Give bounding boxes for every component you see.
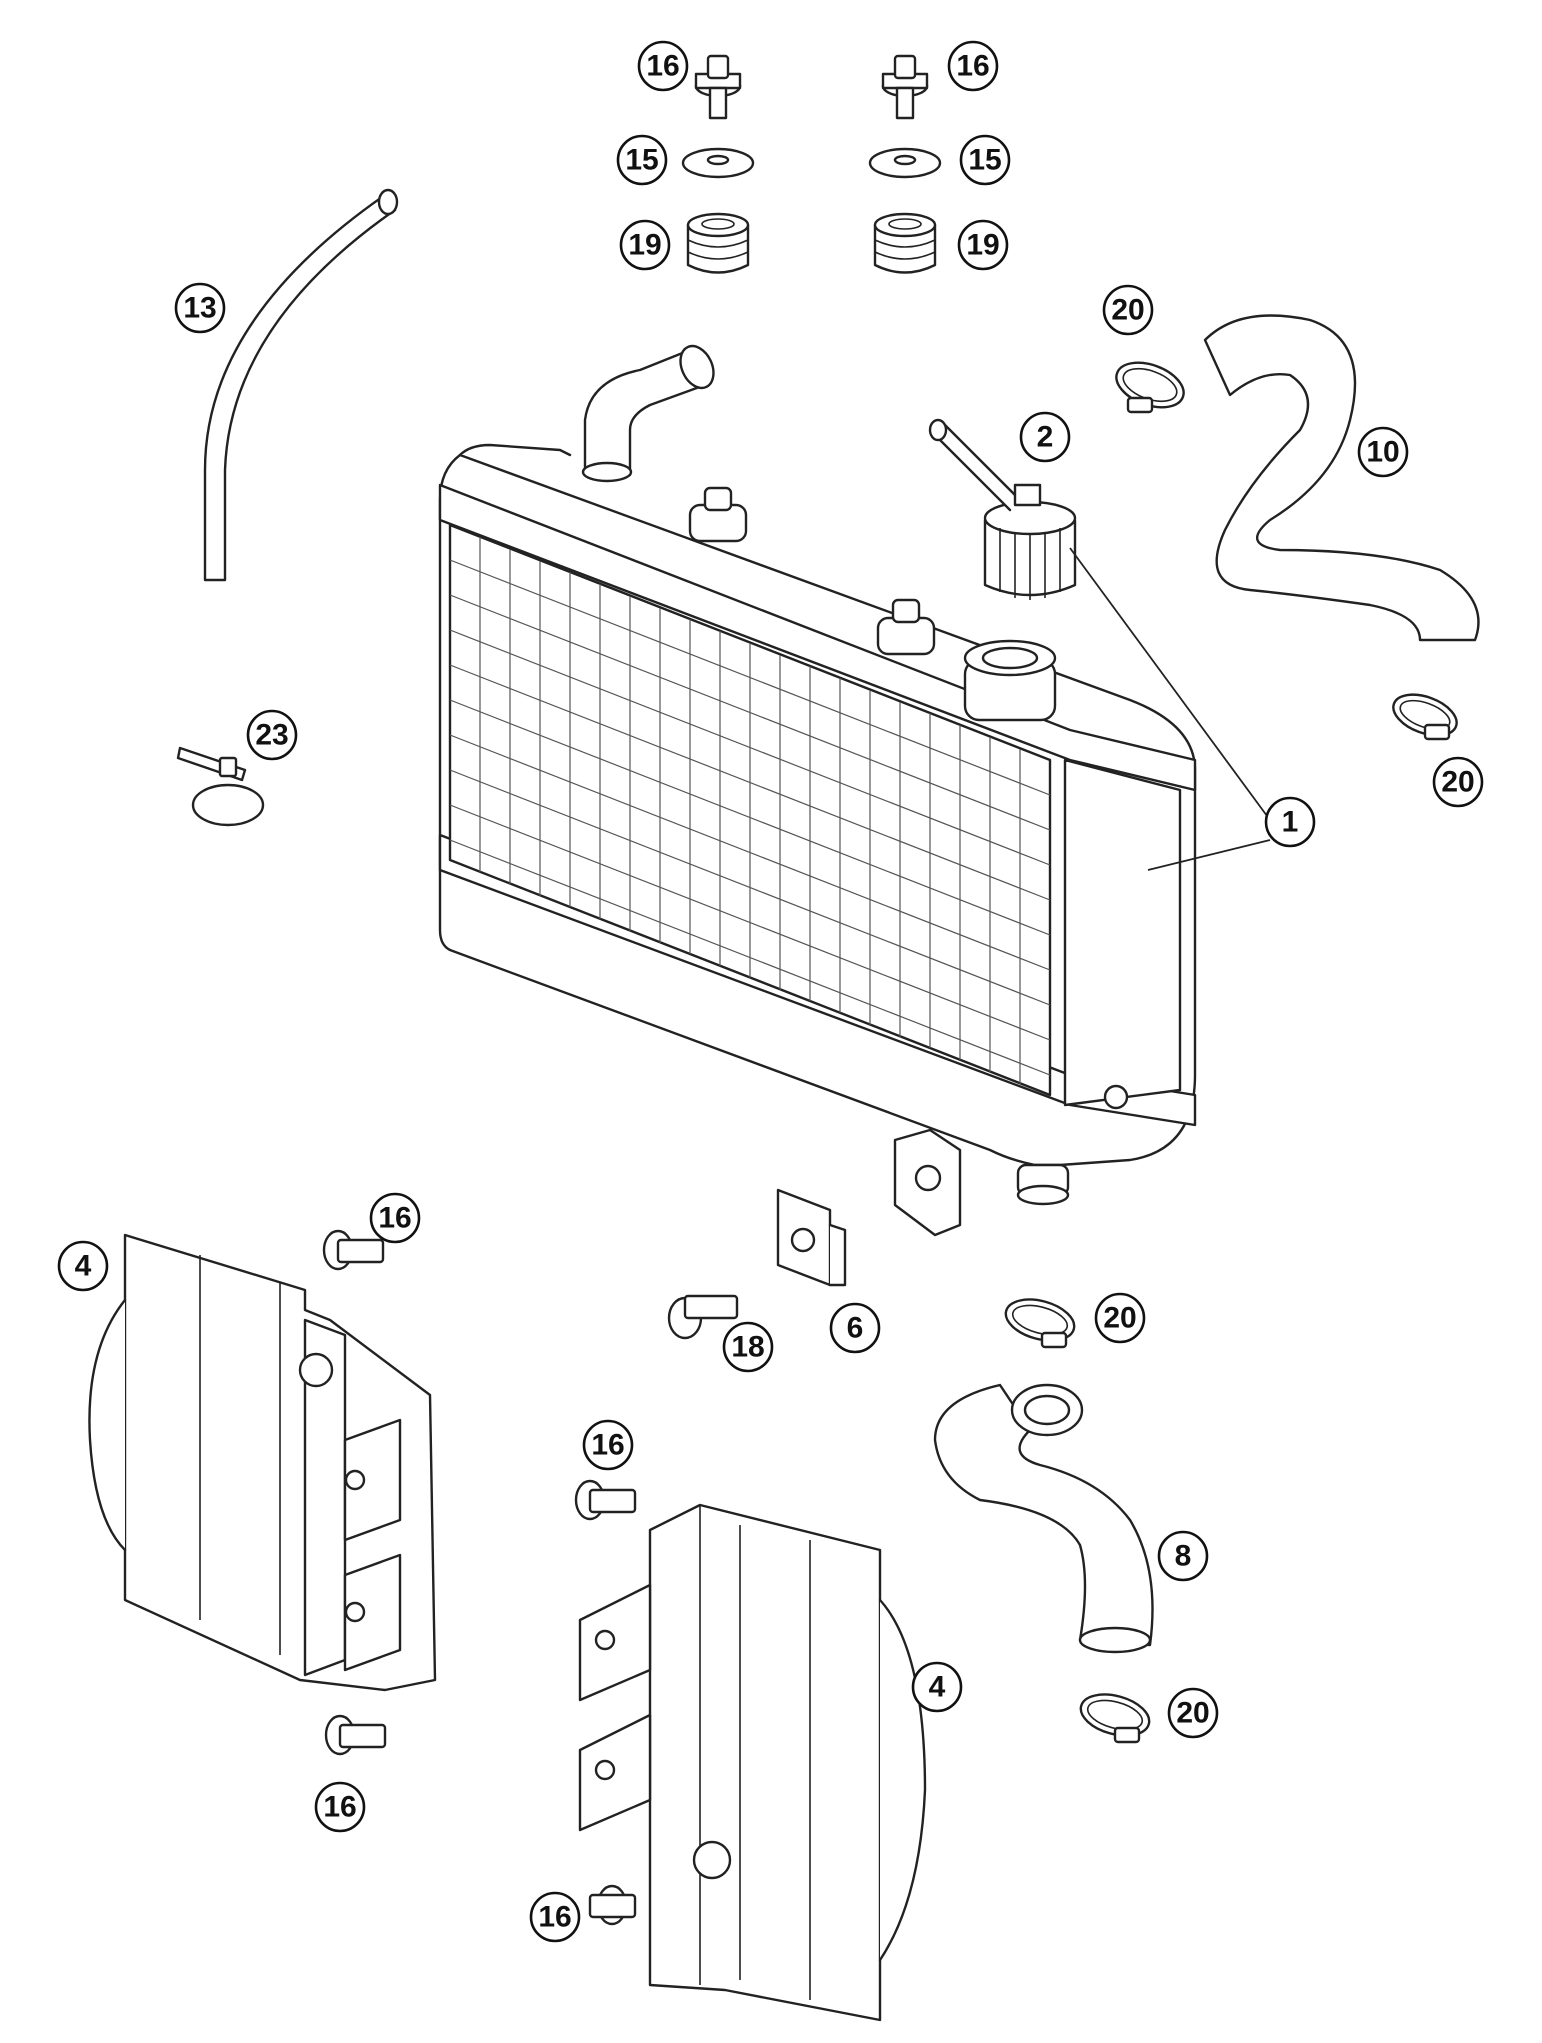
svg-text:20: 20 [1441, 766, 1474, 799]
bolt-center [574, 1479, 637, 1521]
bolt-top-right [881, 54, 929, 120]
bolt-left-upper [322, 1229, 385, 1271]
bolt-top-left [694, 54, 742, 120]
callout-19: 19 [619, 219, 671, 271]
svg-text:15: 15 [625, 144, 658, 177]
svg-text:18: 18 [731, 1331, 764, 1364]
hose-clamp-right [1392, 693, 1458, 741]
callout-16: 16 [314, 1781, 366, 1833]
callout-1: 1 [1264, 796, 1316, 848]
callout-10: 10 [1357, 426, 1409, 478]
callout-13: 13 [174, 282, 226, 334]
washer-left [681, 147, 755, 179]
hose-clamp-top [1115, 361, 1185, 414]
callout-15: 15 [959, 134, 1011, 186]
bolt-bottom [588, 1884, 637, 1926]
callout-8: 8 [1157, 1530, 1209, 1582]
callout-19: 19 [957, 219, 1009, 271]
callout-20: 20 [1094, 1292, 1146, 1344]
callout-15: 15 [616, 134, 668, 186]
hose-clamp-middle [1004, 1298, 1076, 1349]
overflow-hose [203, 188, 399, 582]
callout-20: 20 [1432, 756, 1484, 808]
callout-4: 4 [57, 1240, 109, 1292]
radiator-guard-left [88, 1233, 437, 1692]
svg-text:8: 8 [1175, 1540, 1192, 1573]
hose-clamp-bottom [1079, 1693, 1151, 1744]
callout-4: 4 [911, 1661, 963, 1713]
callout-18: 18 [722, 1321, 774, 1373]
svg-text:23: 23 [255, 719, 288, 752]
svg-text:10: 10 [1366, 436, 1399, 469]
svg-text:19: 19 [628, 229, 661, 262]
radiator-cap [928, 418, 1077, 600]
callout-2: 2 [1019, 411, 1071, 463]
upper-radiator-hose [1203, 314, 1480, 642]
lower-radiator-hose [933, 1383, 1154, 1654]
callout-16: 16 [947, 40, 999, 92]
callout-16: 16 [529, 1891, 581, 1943]
svg-text:16: 16 [591, 1429, 624, 1462]
svg-text:20: 20 [1103, 1302, 1136, 1335]
bolt-left-lower [324, 1714, 387, 1756]
bolt-18 [667, 1294, 739, 1340]
washer-right [868, 147, 942, 179]
callout-16: 16 [582, 1419, 634, 1471]
svg-text:16: 16 [378, 1202, 411, 1235]
callout-20: 20 [1167, 1687, 1219, 1739]
svg-text:19: 19 [966, 229, 999, 262]
svg-text:20: 20 [1111, 294, 1144, 327]
radiator-core [438, 344, 1197, 1237]
cable-tie [176, 746, 265, 827]
svg-text:16: 16 [956, 50, 989, 83]
svg-text:2: 2 [1037, 421, 1054, 454]
svg-text:4: 4 [929, 1671, 946, 1704]
callout-23: 23 [246, 709, 298, 761]
svg-text:15: 15 [968, 144, 1001, 177]
spring-nut [776, 1188, 847, 1287]
callout-20: 20 [1102, 284, 1154, 336]
callout-6: 6 [829, 1302, 881, 1354]
svg-text:1: 1 [1282, 806, 1299, 839]
svg-text:6: 6 [847, 1312, 864, 1345]
grommet-right [873, 212, 937, 274]
svg-text:13: 13 [183, 292, 216, 325]
svg-text:16: 16 [646, 50, 679, 83]
callout-16: 16 [637, 40, 689, 92]
radiator-guard-right [578, 1503, 927, 2022]
leader-lines [1069, 547, 1271, 871]
svg-text:4: 4 [75, 1250, 92, 1283]
svg-text:16: 16 [323, 1791, 356, 1824]
callout-16: 16 [369, 1192, 421, 1244]
svg-text:20: 20 [1176, 1697, 1209, 1730]
grommet-left [686, 212, 750, 274]
svg-text:16: 16 [538, 1901, 571, 1934]
